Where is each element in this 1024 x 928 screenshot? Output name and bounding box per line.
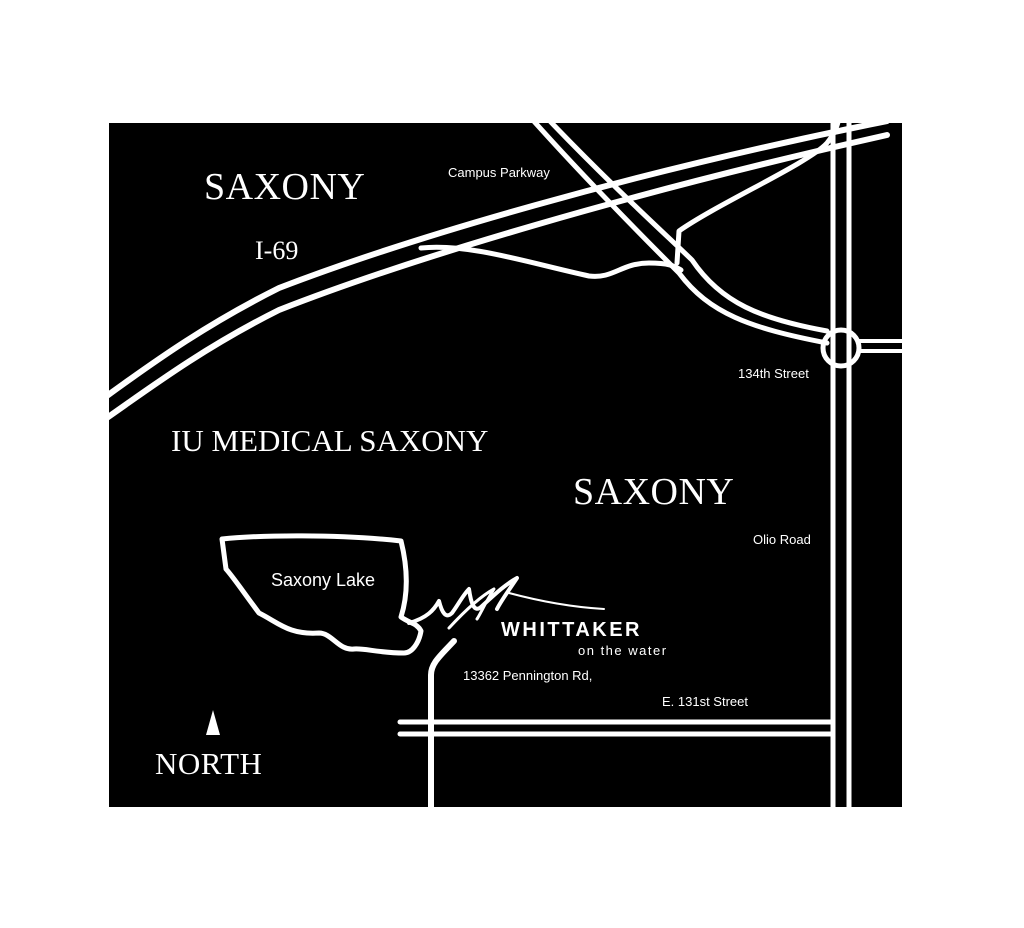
- street-label-131st: E. 131st Street: [662, 694, 748, 709]
- i69-road: [109, 132, 890, 421]
- whittaker-logo-icon: [407, 576, 605, 630]
- interstate-label: I-69: [255, 236, 299, 265]
- connector-road: [674, 123, 841, 266]
- lake-label: Saxony Lake: [271, 570, 376, 590]
- area-label-saxony-top: SAXONY: [204, 166, 366, 208]
- lake-outline: [219, 533, 424, 656]
- pennington-road: [428, 638, 457, 807]
- ramp-road: [418, 244, 684, 279]
- map-panel: SAXONY I-69 Campus Parkway 134th Street …: [109, 123, 902, 807]
- street-label-olio-road: Olio Road: [753, 532, 811, 547]
- area-label-saxony-center: SAXONY: [573, 471, 735, 513]
- campus-parkway-road: [548, 123, 830, 334]
- area-label-iu-medical: IU MEDICAL SAXONY: [171, 423, 489, 458]
- road-network: [109, 123, 902, 807]
- address-label: 13362 Pennington Rd,: [463, 668, 593, 683]
- north-label: NORTH: [155, 746, 263, 781]
- north-arrow-icon: [206, 710, 220, 735]
- street-label-campus-parkway: Campus Parkway: [448, 165, 550, 180]
- brand-tagline: on the water: [578, 643, 668, 658]
- brand-name: WHITTAKER: [501, 619, 642, 641]
- i69-road: [109, 123, 890, 399]
- street-label-134th: 134th Street: [738, 366, 809, 381]
- roundabout: [820, 327, 862, 369]
- campus-parkway-road: [532, 123, 830, 346]
